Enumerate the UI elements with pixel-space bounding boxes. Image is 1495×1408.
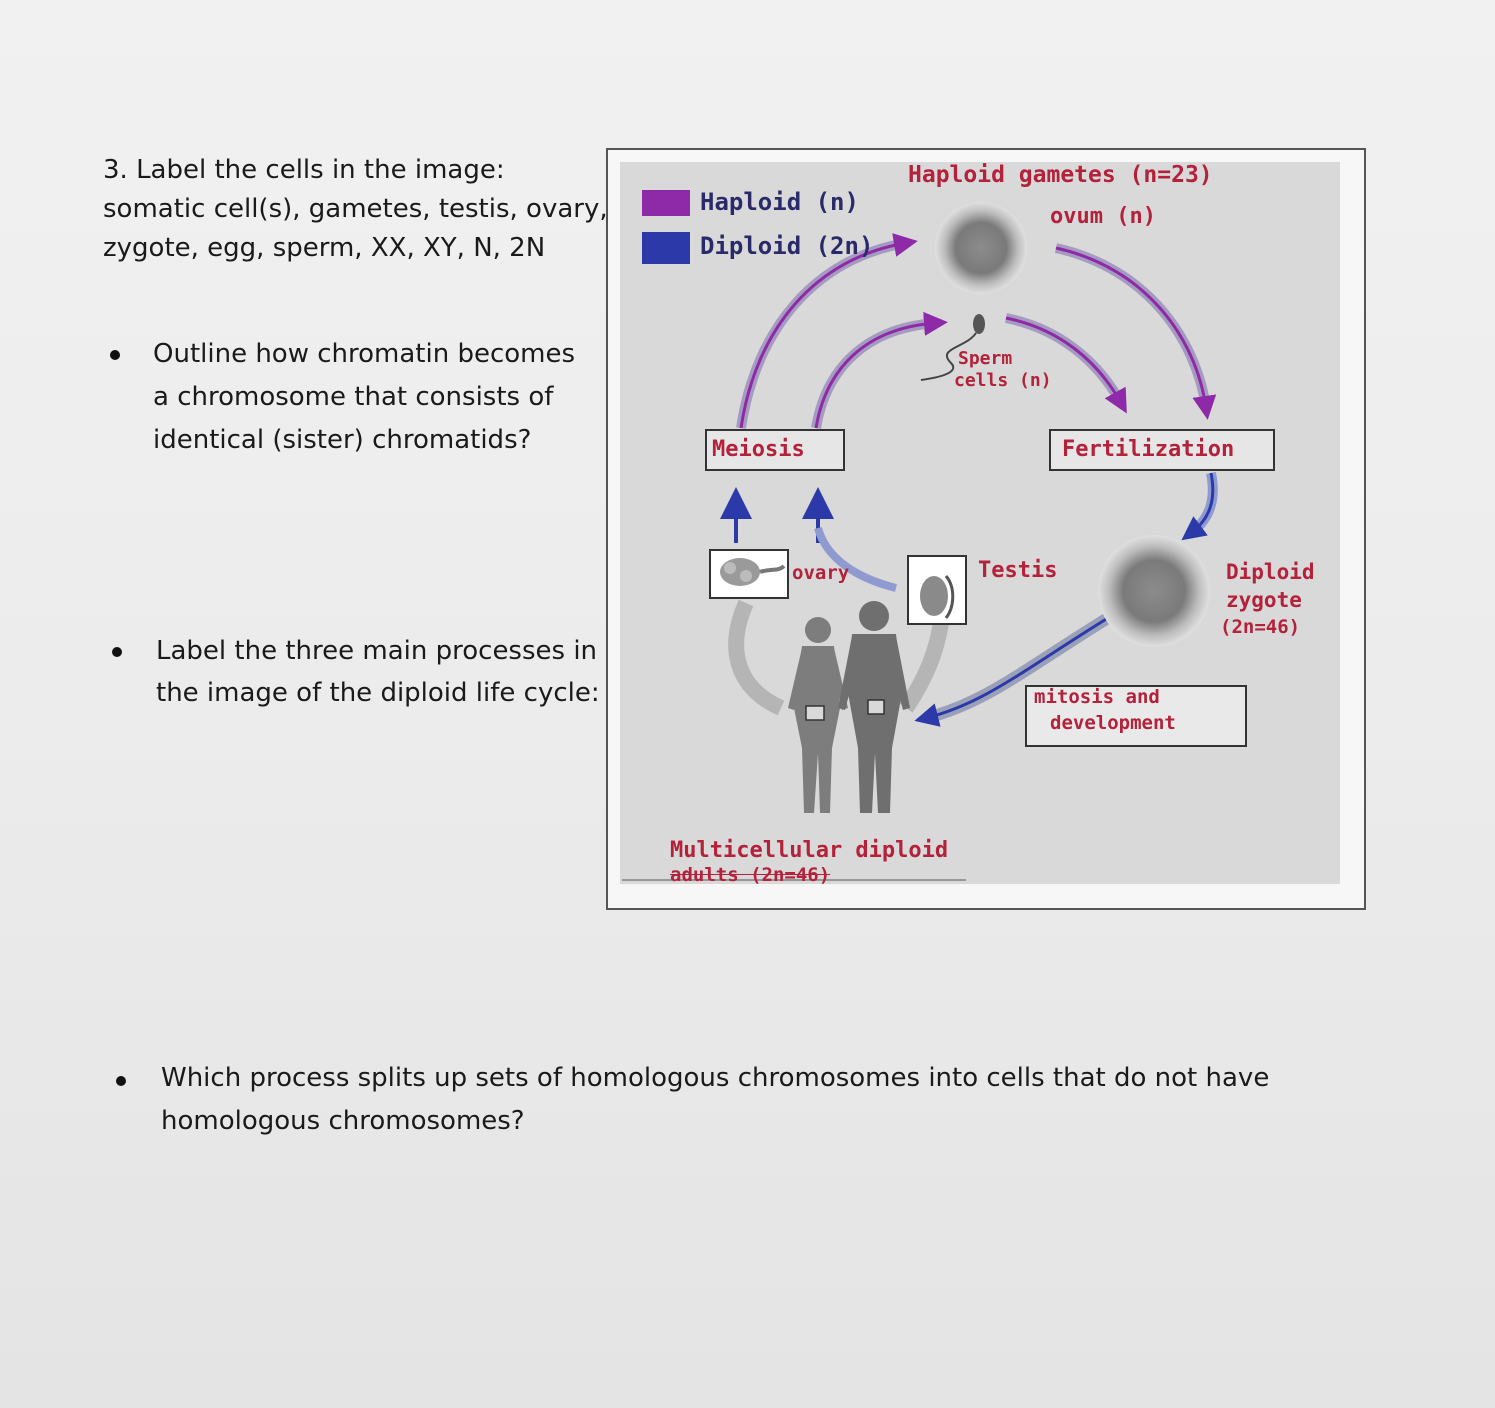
bullet-3-line-2: homologous chromosomes?	[161, 1106, 525, 1136]
testis-label: Testis	[978, 558, 1058, 583]
ovum-label: ovum (n)	[1050, 204, 1156, 229]
mitosis-label-1: mitosis and	[1034, 686, 1160, 708]
question-line-1: 3. Label the cells in the image:	[103, 155, 505, 185]
bullet-2-line-2: the image of the diploid life cycle:	[156, 678, 600, 708]
legend-haploid-label: Haploid (n)	[700, 188, 859, 216]
female-figure	[788, 617, 848, 813]
haploid-swatch	[642, 190, 690, 216]
bullet-1-line-1: Outline how chromatin becomes	[153, 339, 576, 369]
mitosis-box	[1025, 685, 1247, 747]
adults-label-2: adults (2n=46)	[670, 864, 831, 886]
zygote-label-1: Diploid	[1226, 560, 1315, 584]
ovum-cell	[935, 202, 1027, 294]
gametes-label: Haploid gametes (n=23)	[908, 162, 1213, 188]
legend-diploid-label: Diploid (2n)	[700, 232, 874, 260]
bullet-dot	[116, 1076, 126, 1086]
meiosis-box	[705, 429, 845, 471]
diploid-swatch	[642, 232, 690, 264]
zygote-label-3: (2n=46)	[1220, 616, 1301, 638]
bullet-dot	[112, 647, 122, 657]
adults-label-1: Multicellular diploid	[670, 838, 949, 863]
bullet-3-line-1: Which process splits up sets of homologo…	[161, 1063, 1270, 1093]
question-line-3: zygote, egg, sperm, XX, XY, N, 2N	[103, 233, 546, 263]
life-cycle-diagram	[606, 148, 1366, 910]
zygote-cell	[1098, 535, 1210, 647]
life-cycle-figure: Haploid (n) Diploid (2n) Haploid gametes…	[606, 148, 1366, 910]
fertilization-box	[1049, 429, 1275, 471]
fertilization-label: Fertilization	[1062, 437, 1235, 462]
bullet-1-line-2: a chromosome that consists of	[153, 382, 554, 412]
testis-box	[907, 555, 967, 625]
sperm-cell	[920, 314, 985, 381]
bullet-1-line-3: identical (sister) chromatids?	[153, 425, 532, 455]
bullet-2-line-1: Label the three main processes in	[156, 636, 598, 666]
sperm-label-2: cells (n)	[954, 370, 1052, 391]
zygote-label-2: zygote	[1226, 588, 1302, 612]
ovary-box	[709, 549, 789, 599]
meiosis-label: Meiosis	[712, 437, 805, 462]
mitosis-label-2: development	[1050, 712, 1176, 734]
ovary-label: ovary	[792, 562, 850, 584]
question-line-2: somatic cell(s), gametes, testis, ovary,	[103, 194, 608, 224]
bullet-dot	[110, 350, 120, 360]
sperm-label-1: Sperm	[958, 348, 1013, 369]
male-figure	[838, 601, 910, 813]
